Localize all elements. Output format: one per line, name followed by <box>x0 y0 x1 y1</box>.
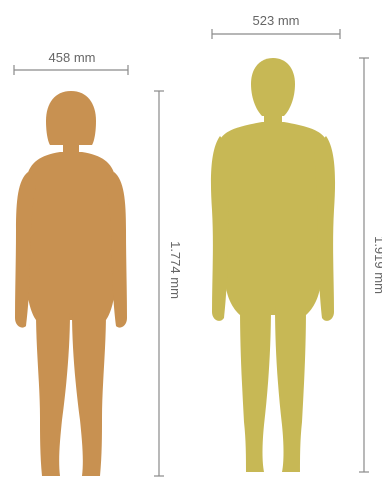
male-width-label: 523 mm <box>253 13 300 28</box>
female-width-dimension <box>14 65 128 75</box>
male-silhouette <box>211 58 335 472</box>
female-height-dimension <box>154 91 164 476</box>
female-height-label: 1.774 mm <box>168 241 183 299</box>
male-width-dimension <box>212 29 340 39</box>
male-height-label: 1.919 mm <box>372 236 382 294</box>
female-width-label: 458 mm <box>49 50 96 65</box>
male-height-dimension <box>359 58 369 472</box>
female-silhouette <box>15 91 127 476</box>
